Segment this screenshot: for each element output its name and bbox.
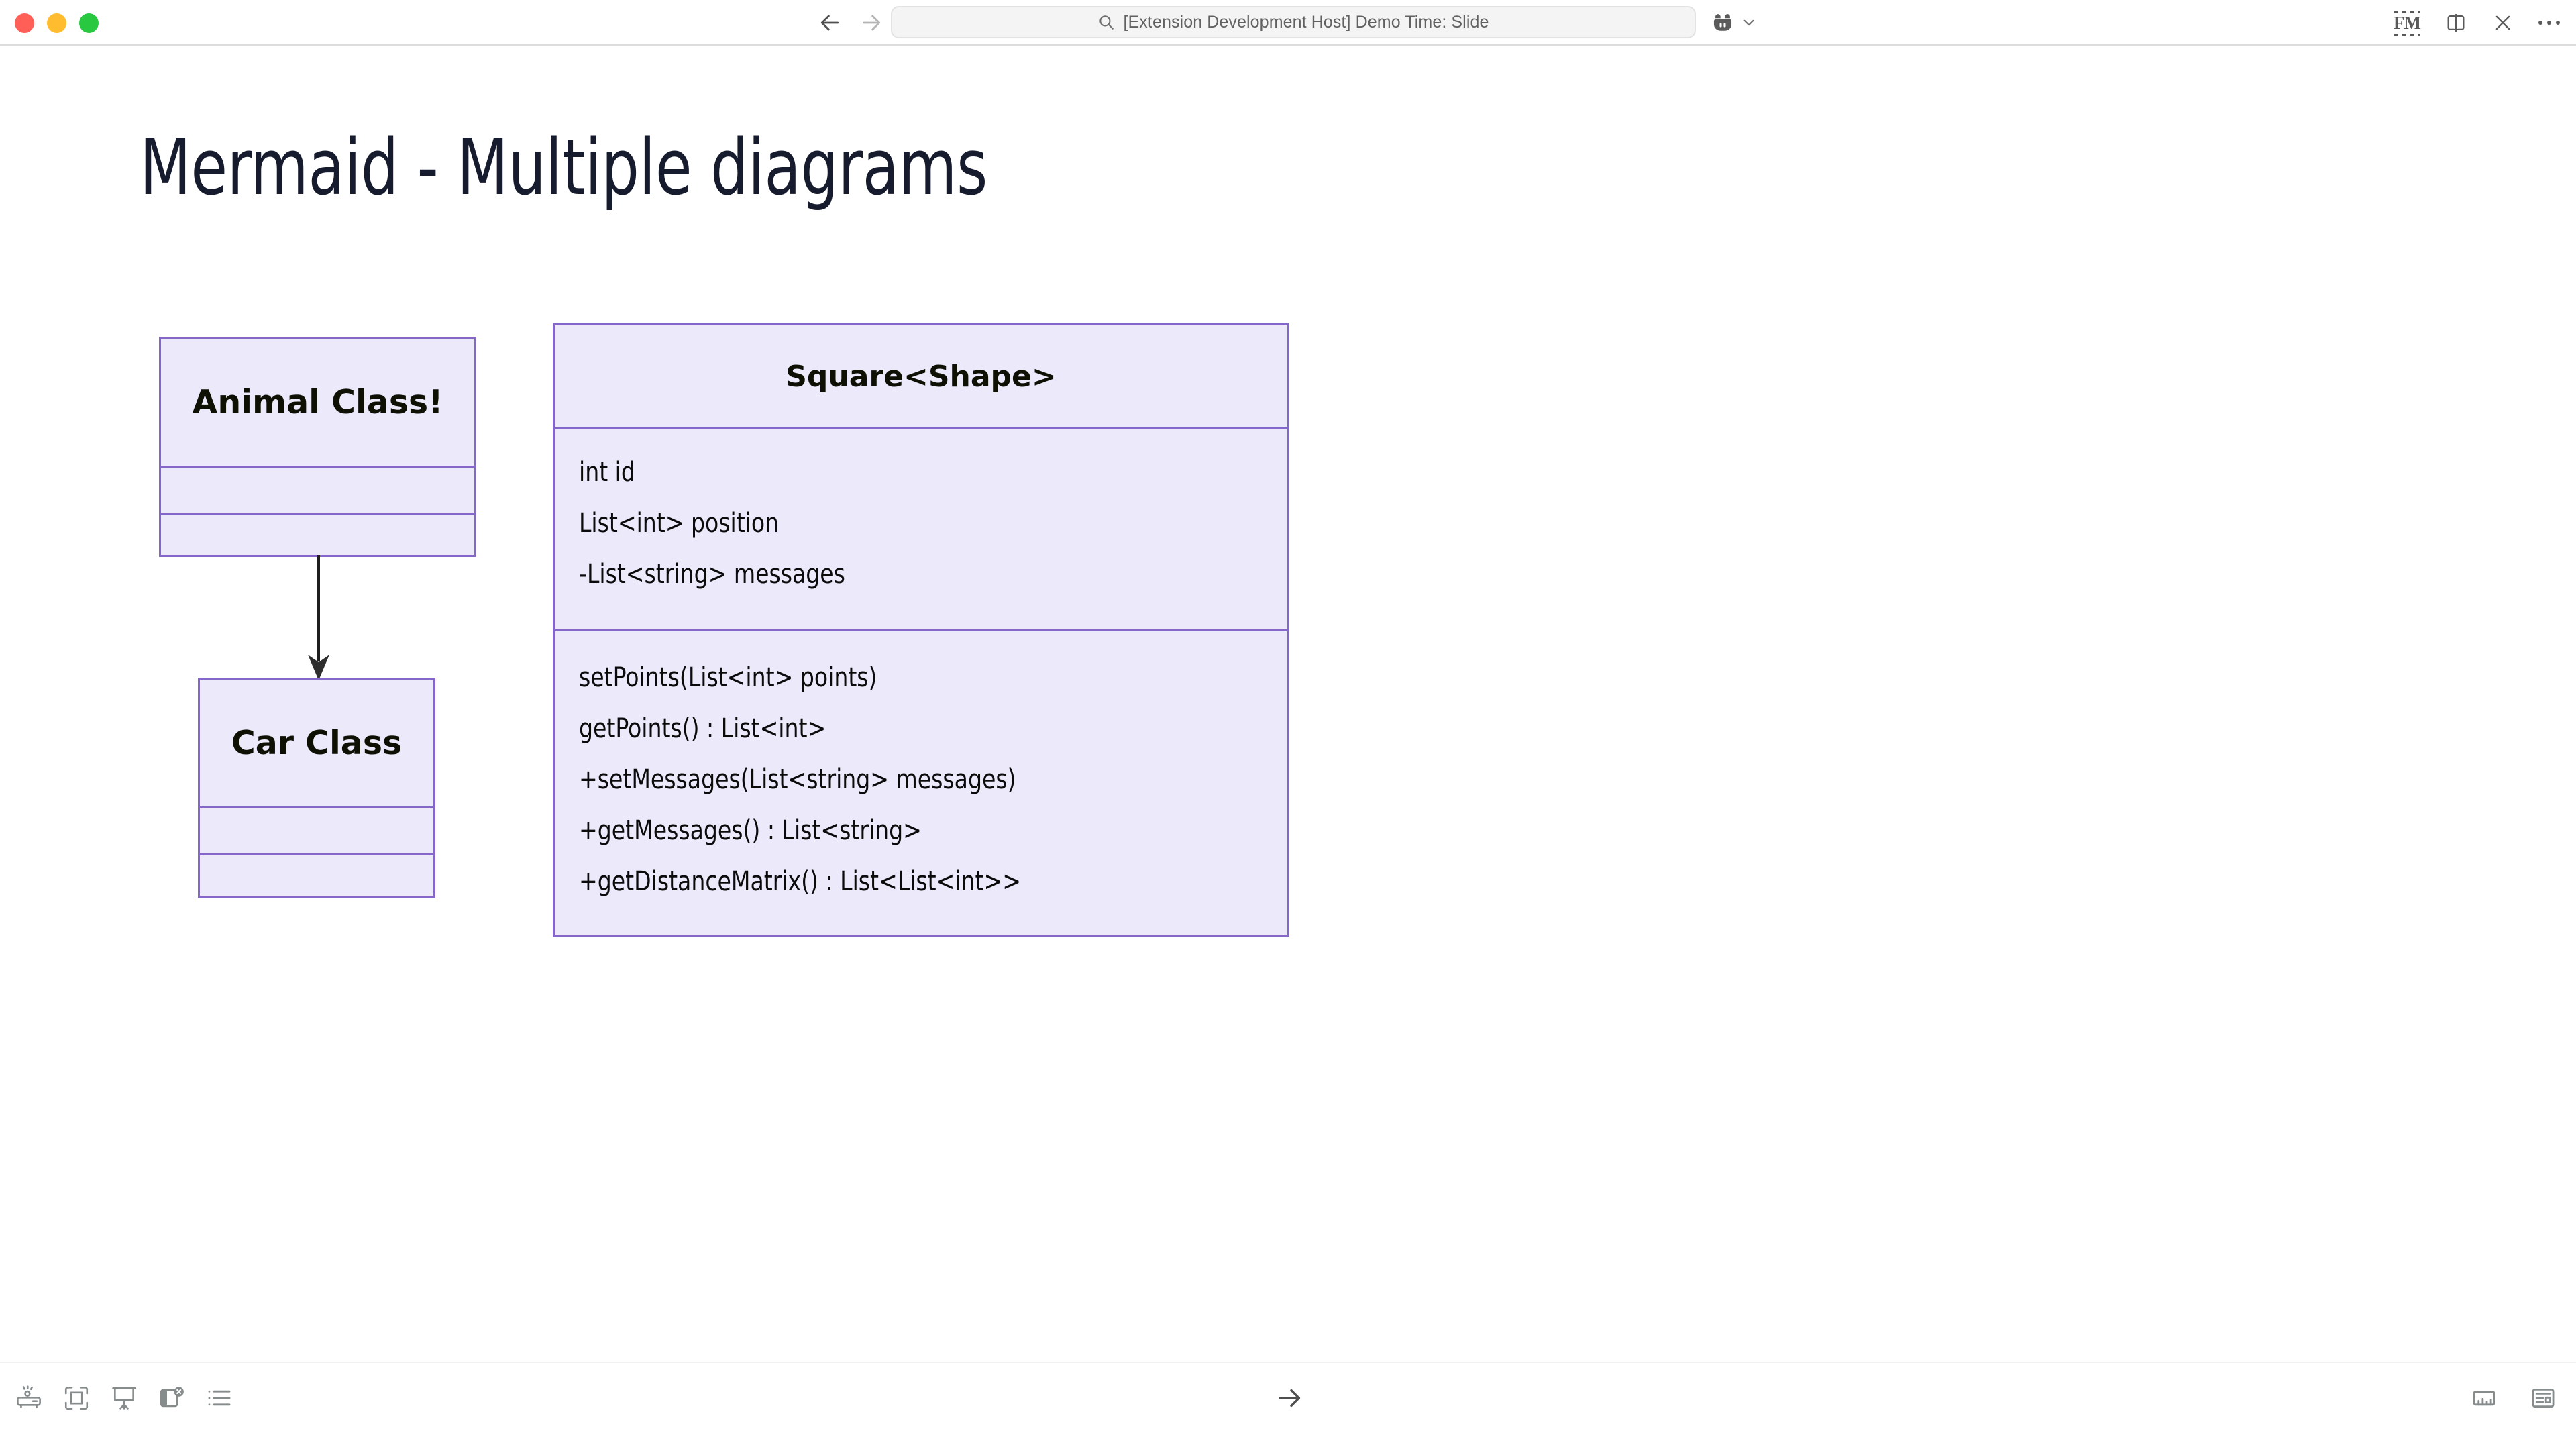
uml-class-car[interactable]: Car Class	[198, 678, 435, 898]
window-close-button[interactable]	[15, 13, 34, 33]
chevron-down-icon[interactable]	[1740, 14, 1758, 32]
search-input-value: [Extension Development Host] Demo Time: …	[1123, 13, 1489, 32]
search-icon	[1097, 13, 1115, 31]
command-center[interactable]: [Extension Development Host] Demo Time: …	[891, 6, 1696, 38]
more-actions-icon[interactable]	[2538, 21, 2560, 25]
search-input[interactable]: [Extension Development Host] Demo Time: …	[891, 6, 1696, 38]
uml-attributes-section: int id List<int> position -List<string> …	[555, 429, 1287, 631]
uml-attributes-section	[161, 468, 474, 515]
uml-method: setPoints(List<int> points)	[579, 664, 1231, 691]
layout-panel-icon[interactable]	[2529, 1384, 2557, 1412]
presentation-screen-icon[interactable]	[110, 1384, 138, 1412]
projector-icon[interactable]	[15, 1384, 43, 1412]
status-bar-left-group	[15, 1363, 233, 1433]
status-bar-center-group	[1275, 1363, 1305, 1433]
uml-class-name: Square<Shape>	[555, 325, 1287, 429]
chart-panel-icon[interactable]	[2470, 1384, 2498, 1412]
uml-method: +setMessages(List<string> messages)	[579, 766, 1231, 793]
copilot-menu[interactable]	[1711, 0, 1758, 46]
navigation-arrows	[816, 0, 885, 46]
uml-methods-section: setPoints(List<int> points) getPoints() …	[555, 631, 1287, 937]
uml-attribute: int id	[579, 459, 1231, 486]
profile-badge[interactable]: FM	[2394, 11, 2420, 36]
arrow-left-icon[interactable]	[816, 9, 843, 36]
close-icon[interactable]	[2491, 11, 2514, 34]
uml-methods-section	[200, 855, 433, 898]
uml-attribute: -List<string> messages	[579, 561, 1231, 588]
traffic-lights	[15, 0, 99, 46]
window-minimize-button[interactable]	[47, 13, 66, 33]
window-maximize-button[interactable]	[79, 13, 99, 33]
fit-to-screen-icon[interactable]	[62, 1384, 91, 1412]
uml-attributes-section	[200, 808, 433, 855]
page-title: Mermaid - Multiple diagrams	[140, 129, 987, 207]
uml-class-name: Animal Class!	[161, 339, 474, 468]
split-editor-icon[interactable]	[2445, 11, 2467, 34]
copilot-icon[interactable]	[1711, 11, 1735, 35]
inheritance-arrow-icon	[295, 555, 342, 683]
arrow-right-icon[interactable]	[858, 9, 885, 36]
slide-canvas: Mermaid - Multiple diagrams Animal Class…	[0, 46, 2576, 1362]
uml-method: getPoints() : List<int>	[579, 715, 1231, 742]
uml-methods-section	[161, 515, 474, 557]
uml-class-square[interactable]: Square<Shape> int id List<int> position …	[553, 323, 1289, 937]
uml-attribute: List<int> position	[579, 510, 1231, 537]
titlebar-right-controls: FM	[2394, 0, 2560, 46]
uml-class-animal[interactable]: Animal Class!	[159, 337, 476, 557]
uml-class-name: Car Class	[200, 680, 433, 808]
status-bar	[0, 1362, 2576, 1432]
status-bar-right-group	[2470, 1363, 2557, 1433]
outline-list-icon[interactable]	[205, 1384, 233, 1412]
next-slide-arrow-icon[interactable]	[1275, 1383, 1305, 1414]
uml-method: +getMessages() : List<string>	[579, 817, 1231, 844]
uml-method: +getDistanceMatrix() : List<List<int>>	[579, 868, 1231, 895]
close-preview-icon[interactable]	[158, 1384, 186, 1412]
window-titlebar: [Extension Development Host] Demo Time: …	[0, 0, 2576, 46]
